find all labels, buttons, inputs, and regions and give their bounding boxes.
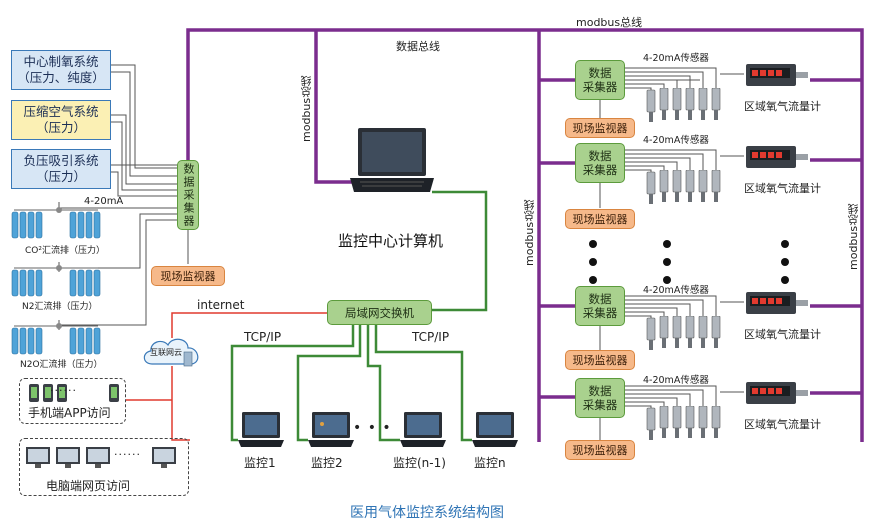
n2o-cylinder-group-icon: [11, 323, 101, 355]
n2-cylinder-group-icon: [11, 265, 101, 297]
right-unit-3-flowmeter-icon: [746, 292, 808, 314]
modbus-bus-lines: [186, 28, 864, 442]
system-oxygen-name: 中心制氧系统: [23, 54, 99, 69]
right-unit-3-sensors-icon: [646, 316, 721, 350]
system-vacuum-name: 负压吸引系统: [23, 153, 99, 168]
terminal-2-laptop-icon: [308, 412, 354, 447]
right-unit-1-collector: 数据 采集器: [575, 60, 625, 100]
internet-cloud-label: 互联网云: [150, 348, 182, 357]
system-vacuum-sub: （压力）: [35, 169, 86, 184]
continuation-dots-icon: [589, 240, 789, 284]
pc-monitors-icon: [26, 447, 176, 468]
terminal-n-minus-1-laptop-icon: [400, 412, 446, 447]
tcp-ip-label-left: TCP/IP: [244, 330, 282, 344]
modbus-bus-label-vertical-mid: modbus总线: [523, 199, 536, 266]
internet-cloud-icon: [143, 338, 199, 367]
system-oxygen: 中心制氧系统 （压力、纯度）: [11, 50, 111, 90]
right-unit-2-monitor: 现场监视器: [565, 209, 635, 229]
signal-lines-left: [58, 64, 189, 330]
right-unit-4-collector: 数据 采集器: [575, 378, 625, 418]
mobile-phones-icon: [29, 384, 119, 402]
diagram-caption: 医用气体监控系统结构图: [350, 505, 504, 521]
co2-manifold-label: CO²汇流排（压力）: [25, 246, 105, 256]
right-unit-3-meter-label: 区域氧气流量计: [744, 328, 821, 341]
right-unit-3-collector: 数据 采集器: [575, 286, 625, 326]
right-unit-3-monitor: 现场监视器: [565, 350, 635, 370]
n2o-manifold-label: N2O汇流排（压力）: [20, 360, 103, 370]
right-unit-1-flowmeter-icon: [746, 64, 808, 86]
terminal-n-laptop-icon: [472, 412, 518, 447]
right-unit-2-collector: 数据 采集器: [575, 143, 625, 183]
right-unit-4-monitor: 现场监视器: [565, 440, 635, 460]
right-unit-1-monitor: 现场监视器: [565, 118, 635, 138]
lan-switch: 局域网交换机: [327, 300, 432, 325]
system-oxygen-sub: （压力、纯度）: [17, 70, 105, 85]
pc-dots: ······: [114, 448, 141, 461]
pc-access-group: [19, 438, 189, 496]
terminal-1-label: 监控1: [244, 456, 276, 470]
right-unit-4-meter-label: 区域氧气流量计: [744, 418, 821, 431]
right-unit-2-sensor-label: 4-20mA传感器: [643, 135, 709, 146]
terminal-1-laptop-icon: [238, 412, 284, 447]
system-compressed-air-sub: （压力）: [35, 120, 86, 135]
right-unit-4-flowmeter-icon: [746, 382, 808, 404]
right-unit-1-sensor-label: 4-20mA传感器: [643, 53, 709, 64]
modbus-bus-label-vertical-left: modbus总线: [300, 75, 313, 142]
monitoring-computer-icon: [350, 128, 434, 192]
internet-lines: [126, 312, 327, 441]
co2-cylinder-group-icon: [11, 207, 101, 239]
n2-manifold-label: N2汇流排（压力）: [22, 302, 98, 312]
right-unit-2-meter-label: 区域氧气流量计: [744, 182, 821, 195]
right-unit-1-sensors-icon: [646, 88, 721, 122]
monitoring-computer-label: 监控中心计算机: [338, 232, 444, 250]
right-unit-3-sensor-label: 4-20mA传感器: [643, 285, 709, 296]
right-unit-2-flowmeter-icon: [746, 146, 808, 168]
terminal-n-label: 监控n: [474, 456, 506, 470]
pc-access-label: 电脑端网页访问: [46, 479, 131, 493]
right-unit-4-sensors-icon: [646, 406, 721, 440]
modbus-bus-label-top: modbus总线: [576, 16, 643, 29]
terminal-ellipsis: • • •: [353, 420, 392, 436]
system-compressed-air-name: 压缩空气系统: [23, 104, 99, 119]
mobile-access-group: [19, 378, 126, 424]
system-compressed-air: 压缩空气系统 （压力）: [11, 100, 111, 140]
terminal-n-minus-1-label: 监控(n-1): [393, 456, 446, 470]
system-vacuum: 负压吸引系统 （压力）: [11, 149, 111, 189]
modbus-bus-label-vertical-right: modbus总线: [847, 203, 860, 270]
left-field-monitor: 现场监视器: [151, 266, 225, 286]
lan-lines: [230, 190, 488, 442]
left-signal-label: 4-20mA: [84, 196, 124, 207]
terminal-2-label: 监控2: [311, 456, 343, 470]
tcp-ip-label-right: TCP/IP: [412, 330, 450, 344]
right-unit-4-sensor-label: 4-20mA传感器: [643, 375, 709, 386]
mobile-access-label: 手机端APP访问: [28, 406, 111, 420]
data-bus-label: 数据总线: [396, 40, 440, 53]
left-data-collector: 数据采集器: [177, 160, 199, 230]
internet-label: internet: [197, 298, 245, 312]
right-unit-1-meter-label: 区域氧气流量计: [744, 100, 821, 113]
mobile-dots: ······: [50, 384, 77, 397]
right-unit-2-sensors-icon: [646, 170, 721, 204]
